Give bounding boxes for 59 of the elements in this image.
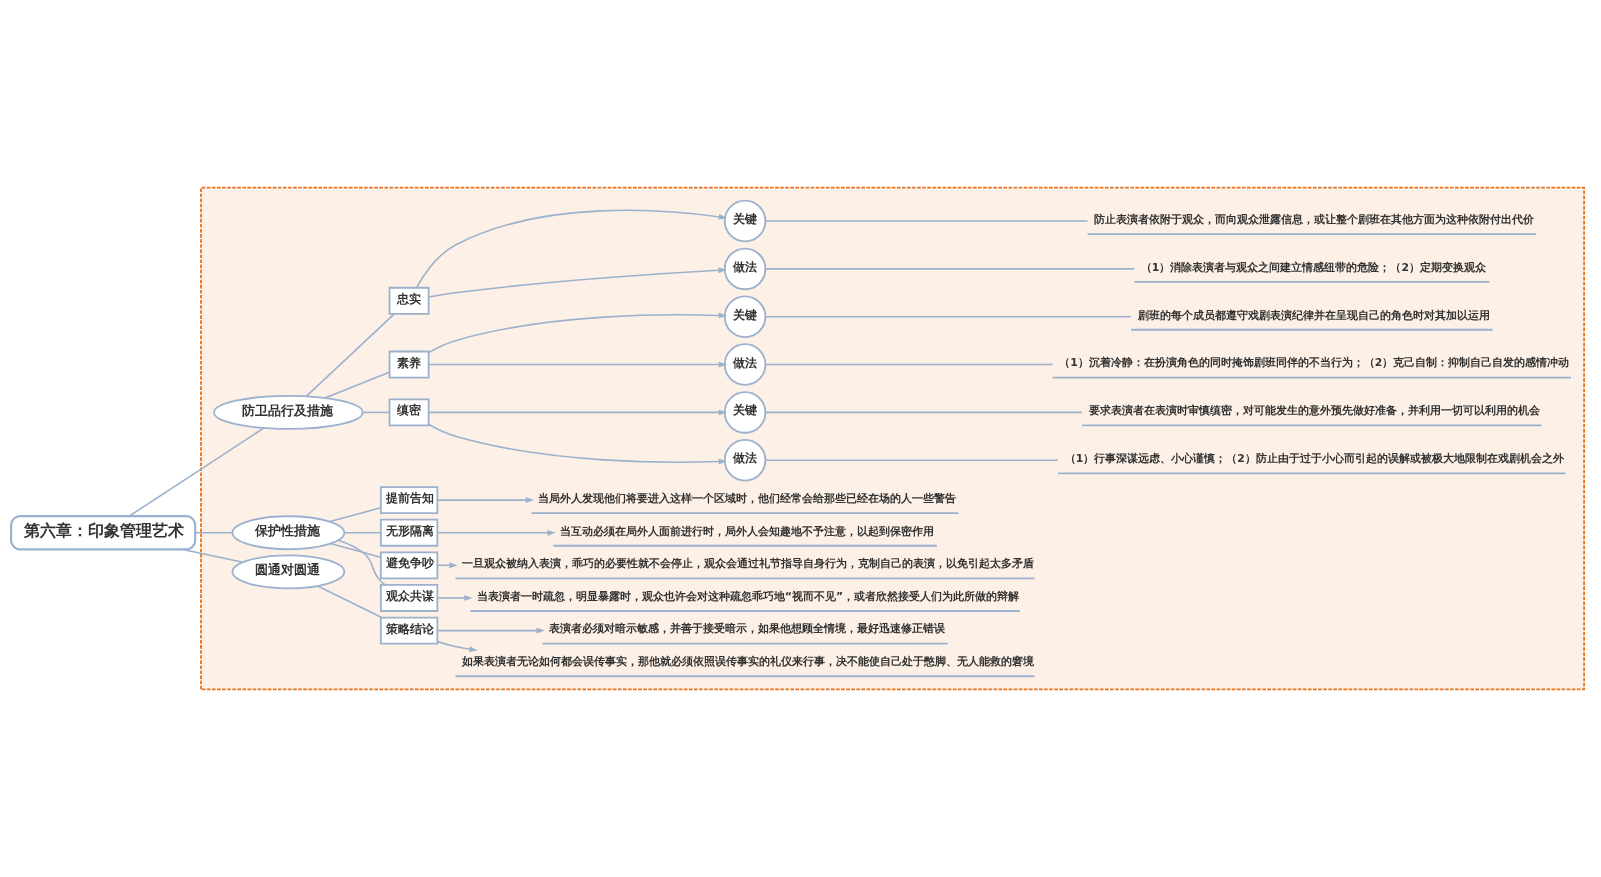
connector bbox=[305, 313, 396, 398]
arrow bbox=[436, 529, 556, 536]
node-circle: 关键 bbox=[723, 199, 767, 243]
node-box: 缜密 bbox=[388, 398, 430, 427]
node-box: 观众共谋 bbox=[379, 584, 439, 612]
node-box: 第六章：印象管理艺术 bbox=[10, 514, 197, 551]
connector bbox=[764, 411, 1083, 414]
connector bbox=[316, 585, 383, 619]
node-box: 忠实 bbox=[388, 286, 430, 315]
node-circle: 关键 bbox=[723, 295, 767, 338]
node-circle: 做法 bbox=[723, 343, 767, 386]
node-ellipse: 保护性措施 bbox=[231, 515, 346, 551]
arrow bbox=[415, 209, 728, 289]
node-text: 防止表演者依附于观众，而向观众泄露信息，或让整个剧班在其他方面为这种依附付出代价 bbox=[1094, 212, 1535, 226]
node-box: 策略结论 bbox=[379, 616, 439, 645]
node-text: 剧班的每个成员都遵守戏剧表演纪律并在呈现自己的角色时对其加以运用 bbox=[1137, 308, 1490, 322]
arrow bbox=[428, 267, 727, 298]
connector bbox=[329, 542, 382, 559]
node-text: 如果表演者无论如何都会误传事实，那他就必须依照误传事实的礼仪来行事，决不能使自己处于憋脚、无人能救的窘境 bbox=[462, 655, 1035, 669]
arrow bbox=[436, 627, 545, 634]
node-box: 避免争吵 bbox=[379, 551, 439, 580]
connector bbox=[764, 220, 1089, 222]
arrow bbox=[428, 423, 727, 465]
cluster bbox=[200, 186, 1585, 691]
node-ellipse: 圆通对圆通 bbox=[231, 554, 346, 590]
arrow bbox=[436, 640, 478, 652]
arrow bbox=[436, 595, 473, 601]
node-box: 素养 bbox=[388, 350, 430, 379]
node-circle: 做法 bbox=[723, 439, 767, 482]
connector bbox=[329, 506, 382, 523]
node-text: （1）消除表演者与观众之间建立情感纽带的危险；（2）定期变换观众 bbox=[1140, 260, 1486, 274]
node-text: （1）沉着冷静：在扮演角色的同时掩饰剧班同伴的不当行为；（2）克己自制：抑制自己自发的感情冲动 bbox=[1059, 356, 1570, 370]
arrow bbox=[436, 497, 534, 503]
arrow bbox=[428, 312, 727, 354]
connector bbox=[764, 315, 1132, 318]
node-ellipse: 防卫品行及措施 bbox=[213, 395, 364, 430]
node-text: 当表演者一时疏忽，明显暴露时，观众也许会对这种疏忽乖巧地“视而不见”，或者欣然接受人们为此所做的辩解 bbox=[476, 589, 1020, 603]
node-text: 要求表演者在表演时审慎缜密，对可能发生的意外预先做好准备，并利用一切可以利用的机会 bbox=[1088, 404, 1540, 418]
connector bbox=[764, 459, 1059, 462]
node-text: 一旦观众被纳入表演，乖巧的必要性就不会停止，观众会通过礼节指导自身行为，克制自己的表演，以免引起太多矛盾 bbox=[462, 557, 1035, 571]
node-text: 当互动必须在局外人面前进行时，局外人会知趣地不予注意，以起到保密作用 bbox=[559, 524, 934, 538]
connector bbox=[194, 531, 234, 534]
arrow bbox=[427, 409, 727, 416]
connector bbox=[764, 268, 1135, 270]
connector bbox=[337, 539, 386, 586]
node-circle: 关键 bbox=[723, 391, 767, 434]
node-text: 当局外人发现他们将要进入这样一个区域时，他们经常会给那些已经在场的人一些警告 bbox=[538, 491, 957, 505]
connector bbox=[324, 371, 391, 399]
connector bbox=[362, 411, 391, 414]
node-box: 提前告知 bbox=[379, 486, 439, 515]
arrow bbox=[427, 361, 727, 368]
connector bbox=[181, 548, 244, 564]
connector bbox=[764, 363, 1054, 366]
connector bbox=[343, 531, 382, 534]
node-circle: 做法 bbox=[723, 247, 767, 291]
node-text: 表演者必须对暗示敏感，并善于接受暗示，如果他想顾全情境，最好迅速修正错误 bbox=[549, 622, 945, 636]
node-text: （1）行事深谋远虑、小心谨慎；（2）防止由于过于小心而引起的误解或被极大地限制在戏剧机会之外 bbox=[1064, 452, 1564, 466]
connector bbox=[128, 427, 265, 517]
node-box: 无形隔离 bbox=[379, 518, 439, 547]
